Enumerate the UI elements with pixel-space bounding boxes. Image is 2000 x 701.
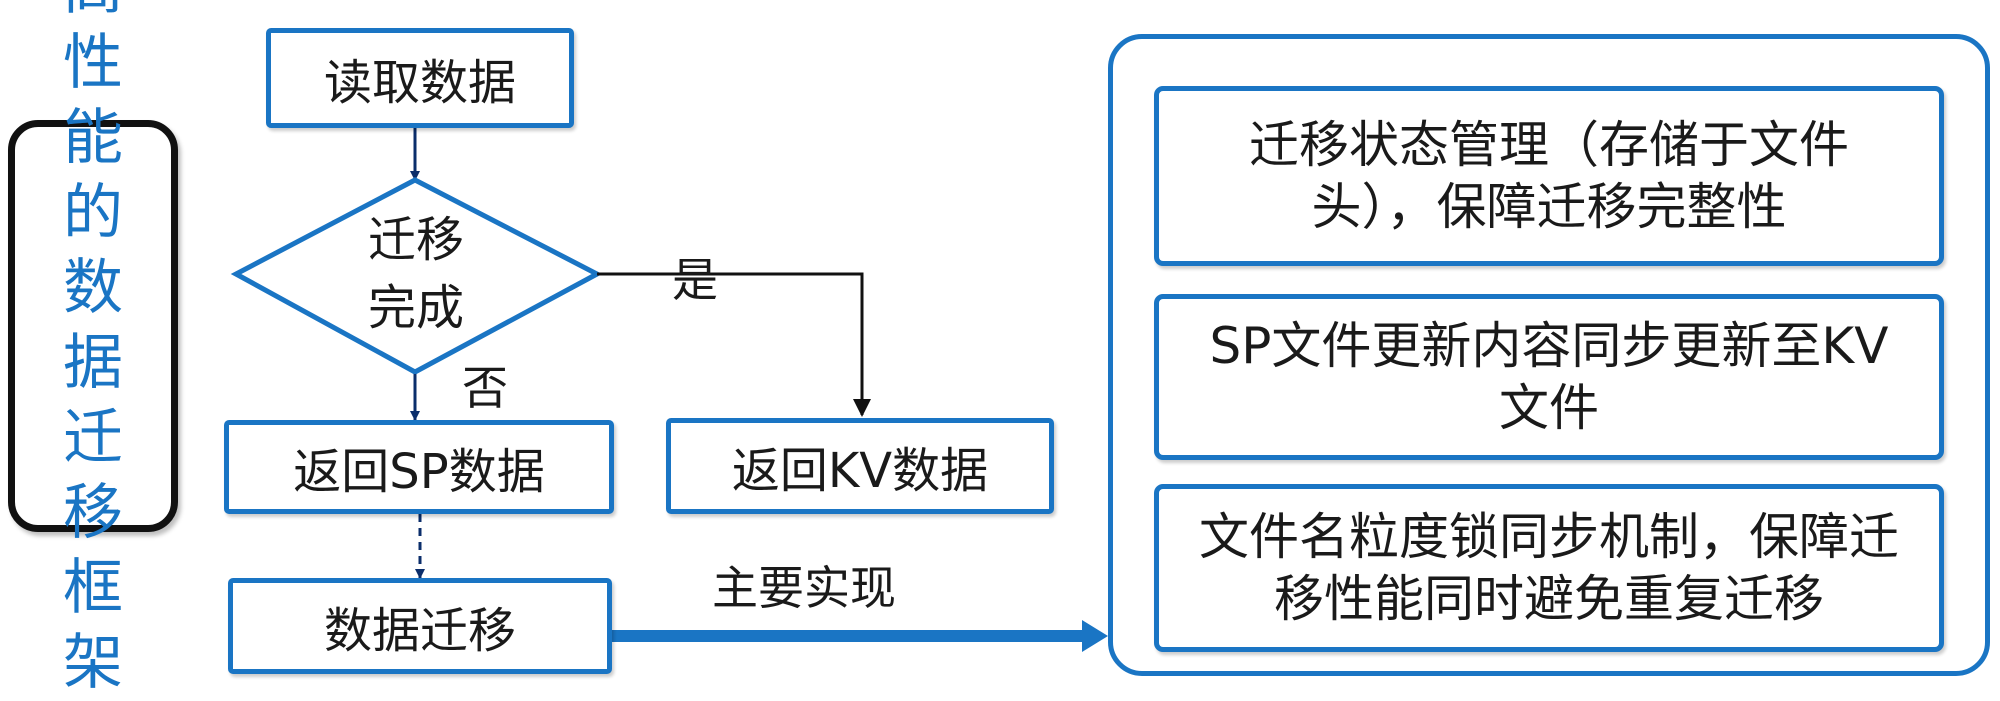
decision-label: 迁移完成	[367, 212, 464, 336]
mechanism-text: 文件名粒度锁同步机制，保障迁移性能同时避免重复迁移	[1199, 508, 1899, 628]
return-sp-box: 返回SP数据	[224, 420, 614, 514]
return-sp-label: 返回SP数据	[293, 444, 545, 500]
arrow-migrate-to-panel-head	[1082, 620, 1108, 652]
read-data-box: 读取数据	[266, 28, 574, 128]
return-kv-label: 返回KV数据	[731, 443, 989, 499]
side-title: 高性能的数据迁移框架	[63, 0, 123, 698]
mechanism-item: 文件名粒度锁同步机制，保障迁移性能同时避免重复迁移	[1154, 484, 1944, 652]
side-title-box: 高性能的数据迁移框架	[8, 0, 178, 698]
read-data-label: 读取数据	[323, 55, 516, 111]
no-label: 否	[462, 361, 508, 415]
mechanism-text: SP文件更新内容同步更新至KV文件	[1209, 317, 1889, 437]
yes-label: 是	[672, 253, 718, 307]
decision-diamond	[230, 177, 603, 375]
data-migration-label: 数据迁移	[323, 603, 516, 659]
arrow-label: 主要实现	[712, 561, 896, 615]
mechanism-text: 迁移状态管理（存储于文件头），保障迁移完整性	[1249, 116, 1849, 236]
data-migration-box: 数据迁移	[228, 578, 612, 674]
return-kv-box: 返回KV数据	[666, 418, 1054, 514]
mechanism-item: 迁移状态管理（存储于文件头），保障迁移完整性	[1154, 86, 1944, 266]
arrow-decision-to-return-kv	[597, 272, 871, 417]
mechanism-item: SP文件更新内容同步更新至KV文件	[1154, 294, 1944, 460]
